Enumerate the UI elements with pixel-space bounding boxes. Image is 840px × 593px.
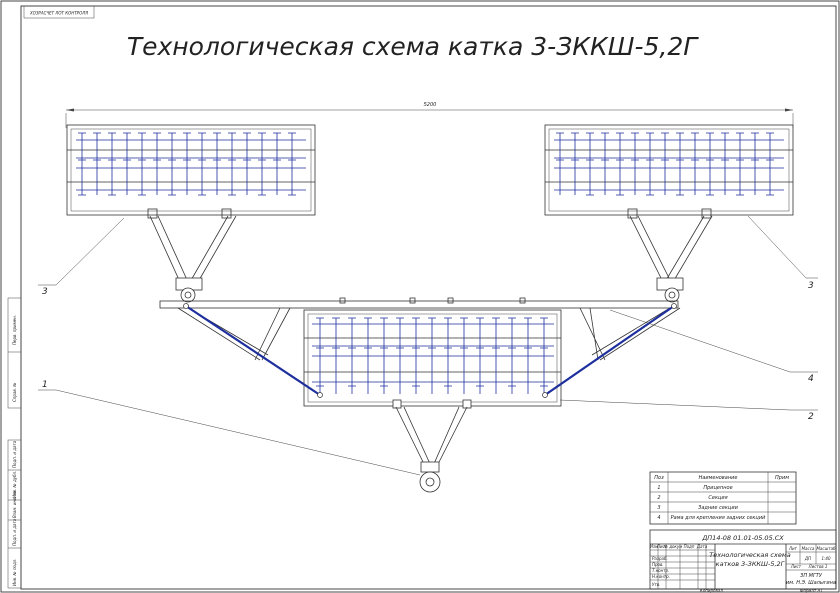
scale-value: 1:40 — [822, 556, 831, 561]
callout-rear-left: 3 — [42, 287, 48, 297]
format-label: Формат А1 — [800, 588, 823, 593]
parts-header-name: Наименование — [699, 475, 738, 481]
side-stamp-label: Взам. инв. № — [12, 491, 17, 518]
col-mass: Масса — [802, 546, 815, 551]
doc-name-line1: Технологическая схема — [709, 551, 790, 559]
title-block: ДП14-08 01.01-05.05.СХ Технологическая с… — [649, 529, 837, 593]
parts-row-name: Задние секции — [698, 505, 738, 511]
org-line2: им. Н.Э. Шалыгина — [786, 580, 836, 586]
copy-label: Копировал — [700, 588, 723, 593]
org-line1: ЗП МГТУ — [800, 573, 823, 579]
parts-row-pos: 3 — [657, 505, 660, 511]
callout-frame: 4 — [808, 374, 814, 384]
left-col: Изм — [650, 544, 658, 549]
side-stamp-label: Перв. примен. — [12, 315, 17, 345]
left-role: Разраб. — [652, 556, 668, 561]
side-stamp-label: Справ. № — [12, 383, 17, 402]
dimension-label: 5200 — [424, 102, 437, 108]
overall-dimension: 5200 — [65, 102, 794, 128]
drawing-title: Технологическая схема катка 3-ЗККШ-5,2Г — [127, 32, 699, 61]
left-role: Утв. — [652, 582, 660, 587]
side-stamp-label: Подп. и дата — [12, 440, 17, 468]
center-section — [303, 297, 562, 409]
left-col: Лист — [656, 544, 668, 549]
top-stamp-box — [23, 5, 95, 19]
parts-header-pos: Поз — [654, 475, 664, 481]
side-stamp-label: Инв. № подл. — [12, 558, 17, 586]
parts-row-pos: 2 — [657, 495, 660, 501]
left-role: Н.контр. — [652, 574, 670, 579]
left-col: № докум — [663, 544, 682, 549]
left-col: Подп — [684, 544, 695, 549]
left-role: Пров. — [652, 562, 664, 567]
doc-code: ДП14-08 01.01-05.05.СХ — [701, 534, 784, 542]
parts-row-pos: 1 — [657, 485, 660, 491]
inner-border — [20, 5, 837, 590]
sheets-label: Листов 1 — [808, 564, 828, 569]
callout-rear-right: 3 — [808, 281, 814, 291]
parts-header-note: Прим — [775, 475, 789, 481]
lit-value: ДП — [804, 556, 811, 561]
diagonal-braces — [183, 303, 677, 398]
callout-hitch: 1 — [42, 380, 48, 390]
rear-section-mounts — [149, 215, 713, 303]
callouts: 3 3 4 2 1 — [38, 215, 818, 476]
parts-row-name: Секция — [708, 495, 727, 501]
col-scale: Масштаб — [816, 546, 836, 551]
doc-name-line2: катков 3-ЗККШ-5,2Г — [716, 560, 786, 568]
col-lit: Лит — [788, 546, 798, 551]
sheet-label: Лист — [790, 564, 802, 569]
callout-section: 2 — [808, 412, 814, 422]
main-frame-beam — [159, 300, 681, 361]
parts-row-name: Рама для крепления задних секций — [671, 515, 766, 521]
parts-list: Поз Наименование Прим 1 Прицепное 2 Секц… — [649, 471, 797, 525]
top-stamp-text: ХОЗРАСЧЕТ ЛОТ КОНТРОЛЯ — [29, 11, 88, 16]
side-stamp: Перв. примен. Справ. № Подп. и дата Инв.… — [7, 297, 22, 589]
left-role: Т.контр. — [652, 568, 669, 573]
right-rear-section — [544, 124, 794, 219]
left-col: Дата — [696, 544, 708, 549]
left-rear-section — [66, 124, 316, 219]
parts-row-pos: 4 — [657, 515, 660, 521]
parts-row-name: Прицепное — [703, 485, 732, 491]
side-stamp-label: Подп. и дата — [12, 518, 17, 546]
side-stamp-label: Инв. № дубл. — [12, 471, 17, 498]
hitch — [395, 406, 468, 493]
